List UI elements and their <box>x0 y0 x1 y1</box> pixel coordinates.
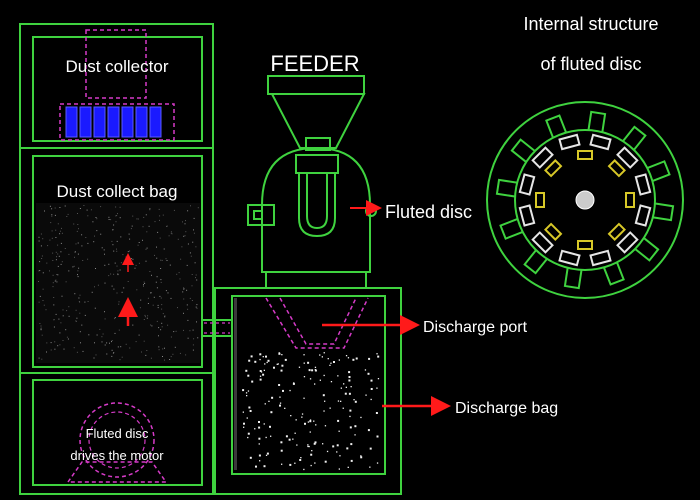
discharge-particles <box>242 352 380 471</box>
dust-speckles <box>38 205 199 361</box>
duct-dashes <box>204 322 230 334</box>
motor-label-line2: drives the motor <box>70 448 164 463</box>
feeder-label: FEEDER <box>270 51 359 76</box>
dust-collect-bag-label: Dust collect bag <box>57 182 178 201</box>
feeder-hopper <box>267 75 366 151</box>
motor: Fluted disc drives the motor <box>66 402 168 483</box>
mill-body <box>247 146 371 289</box>
discharge-box <box>214 287 402 495</box>
left-cabinet <box>19 23 214 495</box>
structure-title-line2: of fluted disc <box>540 54 641 74</box>
disc-blades <box>518 133 652 267</box>
discharge-port-label: Discharge port <box>423 319 528 336</box>
disc-teeth <box>495 110 675 290</box>
dust-collector: Dust collector <box>59 29 175 141</box>
dust-collect-bag: Dust collect bag <box>36 182 200 363</box>
motor-label-line1: Fluted disc <box>86 426 149 441</box>
duct-texture <box>234 298 237 470</box>
fluted-disc-structure <box>486 101 684 299</box>
fluted-disc-label: Fluted disc <box>385 202 472 222</box>
structure-title-line1: Internal structure <box>523 14 658 34</box>
discharge-port <box>265 297 369 349</box>
disc-hub <box>575 190 595 210</box>
filter-cartridges <box>65 106 162 138</box>
connecting-duct <box>202 319 232 337</box>
discharge-bag-label: Discharge bag <box>455 400 558 417</box>
dust-collector-label: Dust collector <box>66 57 169 76</box>
